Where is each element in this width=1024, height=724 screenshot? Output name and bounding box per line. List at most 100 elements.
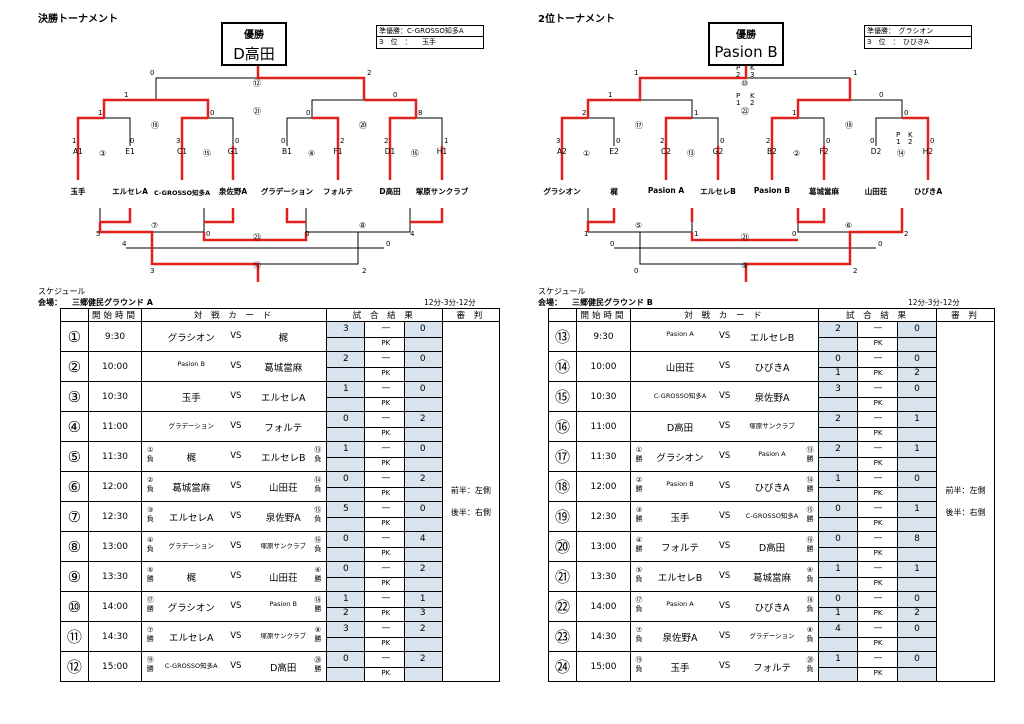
team-a: グラデーション [168,422,214,430]
prev-match-a: ④勝 [635,536,643,553]
team-code: C2 [660,147,671,156]
team-a: エルセレB [657,573,703,584]
team-name: 塚原サンクラブ [415,187,469,196]
match-format: 12分-3分-12分 [424,298,476,307]
svg-text:2: 2 [362,267,366,275]
prev-match-b: ⑥負 [806,566,814,583]
match-number: ⑨ [60,561,89,592]
pk-b: 2 [914,368,920,378]
team-code: F2 [819,147,829,156]
score-b: 1 [914,564,920,574]
svg-text:0: 0 [281,137,285,145]
score-b: 2 [419,654,426,664]
vs-label: VS [230,361,242,371]
team-a: Pasion A [666,600,694,608]
pk-label: PK [381,579,391,587]
start-time: 13:00 [576,531,631,562]
prev-match-b: ⑯勝 [806,536,814,553]
score-b: 0 [914,354,920,364]
start-time: 10:00 [87,351,143,382]
vs-label: VS [719,601,731,611]
team-name: Pasion A [647,186,685,195]
match-number: ④ [60,411,89,442]
start-time: 13:00 [87,531,143,562]
pk-label: PK [381,459,391,467]
svg-text:1: 1 [634,69,638,77]
svg-text:4: 4 [410,230,415,238]
score-a: 0 [342,474,349,484]
vs-label: VS [230,571,242,581]
pk-label: PK [873,459,883,467]
prev-match-a: ③勝 [635,506,643,523]
start-time: 13:30 [576,561,631,592]
score-b: 0 [419,354,426,364]
pk-label: PK [873,339,883,347]
svg-text:4: 4 [122,240,127,248]
score-dash: — [873,353,883,363]
vs-label: VS [230,451,242,461]
match-number: ⑲ [548,501,577,532]
venue-label: 会場： [38,298,62,307]
runner-up: 準優勝： グラシオン [865,26,971,37]
score-a: 2 [835,324,841,334]
team-a: 山田荘 [665,363,695,374]
prev-match-a: ①勝 [635,446,643,463]
start-time: 12:30 [87,501,143,532]
team-name: C-GROSSO知多A [154,189,211,197]
prev-match-a: ⑦負 [635,626,643,643]
svg-text:③: ③ [99,149,106,158]
team-name: エルセレA [112,187,148,196]
match-number: ⑥ [60,471,89,502]
vs-label: VS [230,541,242,551]
pk-label: PK [873,579,883,587]
prev-match-a: ⑤負 [635,566,643,583]
referee-note: 後半：右側 [450,507,491,517]
match-number: ⑳ [548,531,577,562]
match-number: ㉔ [548,651,577,682]
team-code: A2 [557,147,567,156]
match-format: 12分-3分-12分 [908,298,960,307]
team-code: E2 [609,147,619,156]
score-b: 0 [914,474,920,484]
match-number: ⑯ [548,411,577,442]
score-dash: — [873,443,883,453]
team-a: Pasion B [177,360,205,368]
start-time: 12:00 [87,471,143,502]
svg-text:3: 3 [176,137,180,145]
score-b: 0 [914,654,920,664]
team-name: フォルテ [323,187,353,196]
team-a: エルセレA [168,633,214,644]
score-a: 0 [342,534,349,544]
team-b: 泉佐野A [265,513,301,524]
team-code: B2 [767,147,777,156]
score-a: 3 [342,324,349,334]
referee-cell: 前半：左側後半：右側 [936,321,995,682]
match-number: ⑰ [548,441,577,472]
score-dash: — [381,563,391,573]
team-code: F1 [333,147,343,156]
vs-label: VS [719,481,731,491]
prev-match-b: ⑧勝 [314,626,322,643]
svg-text:1: 1 [444,137,448,145]
